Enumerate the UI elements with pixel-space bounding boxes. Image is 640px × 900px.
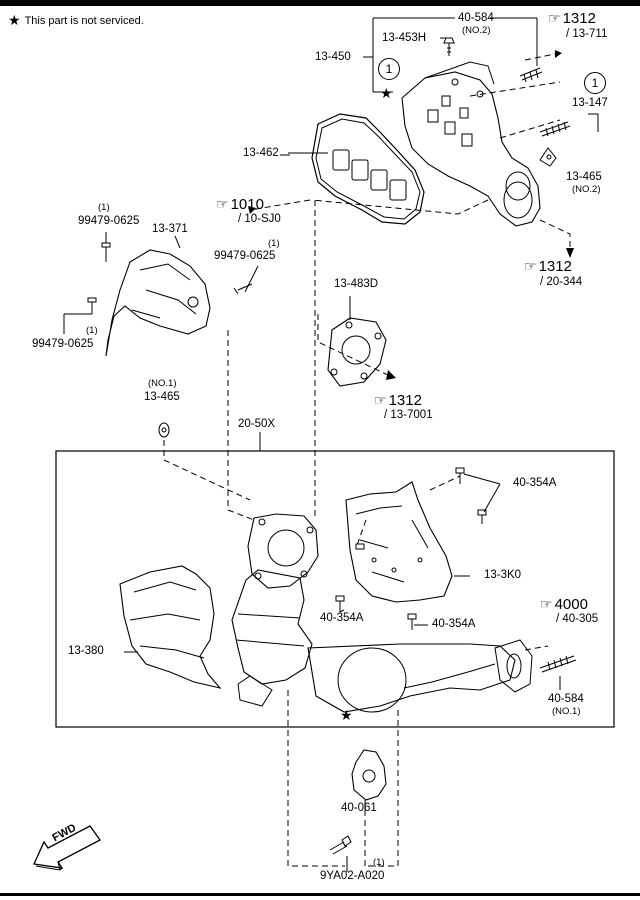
reference-4000-sub: / 40-305 xyxy=(556,613,599,625)
star-icon: ★ xyxy=(8,12,21,28)
part-13-453h: 13-453H xyxy=(382,32,427,44)
not-serviced-text: This part is not serviced. xyxy=(24,14,144,27)
part-20-50x: 20-50X xyxy=(238,418,276,430)
part-99479-qty-b: (1) xyxy=(268,238,280,249)
part-40-061: 40-061 xyxy=(341,802,377,814)
pointing-hand-icon: ☞ xyxy=(540,596,553,612)
part-99479-0625-c: 99479-0625 xyxy=(32,338,94,350)
callout-circle-1: 1 xyxy=(378,58,400,80)
reference-1010[interactable]: ☞ 1010 xyxy=(216,196,264,213)
part-9ya02-a020: 9YA02-A020 xyxy=(320,870,385,882)
part-13-483d: 13-483D xyxy=(334,278,379,290)
part-13-465-no2-qualifier: (NO.2) xyxy=(572,184,601,195)
part-13-462: 13-462 xyxy=(243,147,279,159)
pointing-hand-icon: ☞ xyxy=(548,10,561,26)
part-99479-qty-c: (1) xyxy=(86,325,98,336)
star-icon: ★ xyxy=(380,85,393,101)
reference-1312-a-sub: / 13-711 xyxy=(566,28,608,40)
part-40-584-no2-qualifier: (NO.2) xyxy=(462,25,491,36)
part-9ya02-qty: (1) xyxy=(373,857,385,868)
part-13-465-no1: 13-465 xyxy=(144,391,180,403)
not-serviced-note: ★ This part is not serviced. xyxy=(8,12,144,29)
part-99479-0625-b: 99479-0625 xyxy=(214,250,276,262)
part-13-380: 13-380 xyxy=(68,645,104,657)
top-border xyxy=(0,0,640,6)
reference-1312-c-sub: / 13-7001 xyxy=(384,409,433,421)
reference-1312-b[interactable]: ☞ 1312 xyxy=(524,258,572,275)
part-40-354a-bottom: 40-354A xyxy=(432,618,476,630)
part-13-465-no1-qualifier: (NO.1) xyxy=(148,378,177,389)
part-99479-0625-a: 99479-0625 xyxy=(78,215,140,227)
part-40-354a-top: 40-354A xyxy=(513,477,557,489)
reference-1312-a[interactable]: ☞ 1312 xyxy=(548,10,596,27)
part-13-371: 13-371 xyxy=(152,223,188,235)
part-13-147: 13-147 xyxy=(572,97,608,109)
reference-1312-c[interactable]: ☞ 1312 xyxy=(374,392,422,409)
reference-1312-b-sub: / 20-344 xyxy=(540,276,583,288)
part-40-584-no2: 40-584 xyxy=(458,12,494,24)
part-13-3k0: 13-3K0 xyxy=(484,569,522,581)
part-40-584-no1: 40-584 xyxy=(548,693,584,705)
fwd-arrow-icon xyxy=(33,825,101,871)
star-icon: ★ xyxy=(340,707,353,723)
reference-4000[interactable]: ☞ 4000 xyxy=(540,596,588,613)
pointing-hand-icon: ☞ xyxy=(524,258,537,274)
bottom-border xyxy=(0,893,640,896)
callout-circle-1b: 1 xyxy=(584,72,606,94)
part-40-354a-left: 40-354A xyxy=(320,612,364,624)
pointing-hand-icon: ☞ xyxy=(216,196,229,212)
pointing-hand-icon: ☞ xyxy=(374,392,387,408)
part-13-465-no2: 13-465 xyxy=(566,171,602,183)
part-40-584-no1-qualifier: (NO.1) xyxy=(552,706,581,717)
reference-1010-sub: / 10-SJ0 xyxy=(238,213,281,225)
part-13-450: 13-450 xyxy=(315,51,351,63)
part-99479-qty-a: (1) xyxy=(98,202,110,213)
